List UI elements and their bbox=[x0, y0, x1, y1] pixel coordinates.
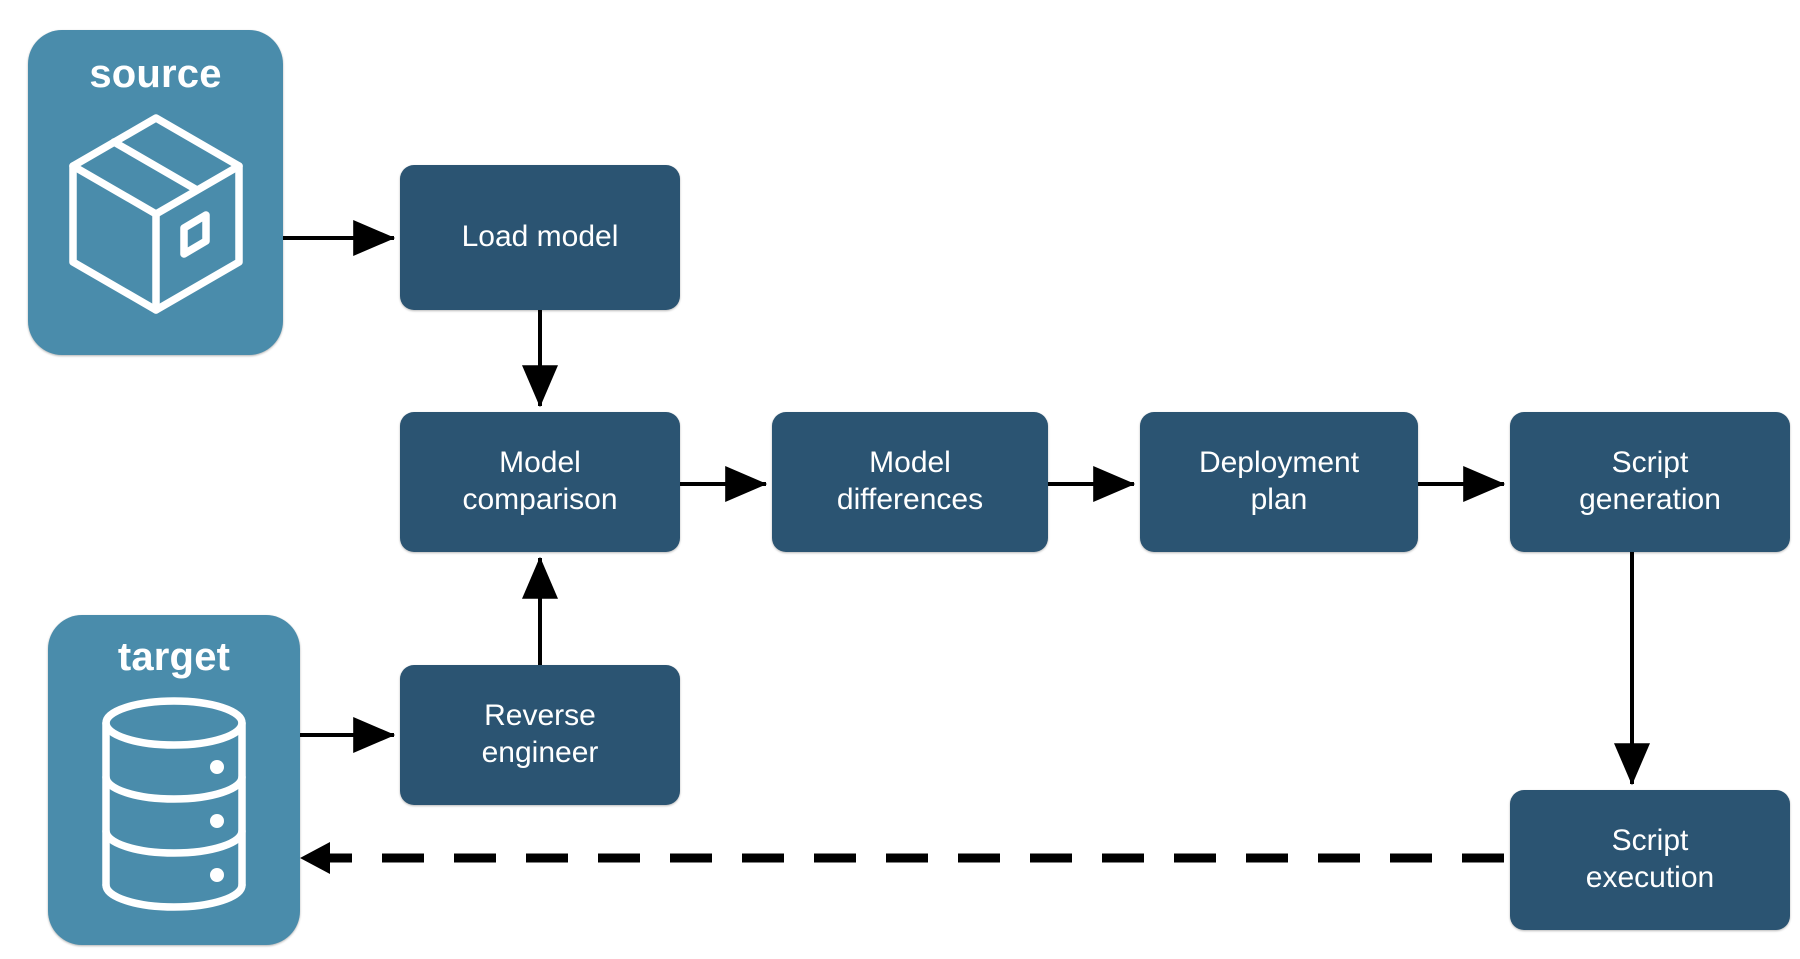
endpoint-target[interactable]: target bbox=[48, 615, 300, 945]
dashed-edge-arrowhead bbox=[300, 842, 330, 874]
node-load-model[interactable]: Load model bbox=[400, 165, 680, 310]
endpoint-source[interactable]: source bbox=[28, 30, 283, 355]
node-deployment-plan[interactable]: Deployment plan bbox=[1140, 412, 1418, 552]
endpoint-target-label: target bbox=[117, 635, 231, 679]
database-cylinder-icon bbox=[94, 695, 254, 918]
node-reverse-engineer[interactable]: Reverse engineer bbox=[400, 665, 680, 805]
node-script-execution[interactable]: Script execution bbox=[1510, 790, 1790, 930]
node-model-differences[interactable]: Model differences bbox=[772, 412, 1048, 552]
endpoint-source-label: source bbox=[89, 52, 222, 96]
package-box-icon bbox=[63, 110, 249, 325]
node-model-comparison[interactable]: Model comparison bbox=[400, 412, 680, 552]
node-script-generation[interactable]: Script generation bbox=[1510, 412, 1790, 552]
